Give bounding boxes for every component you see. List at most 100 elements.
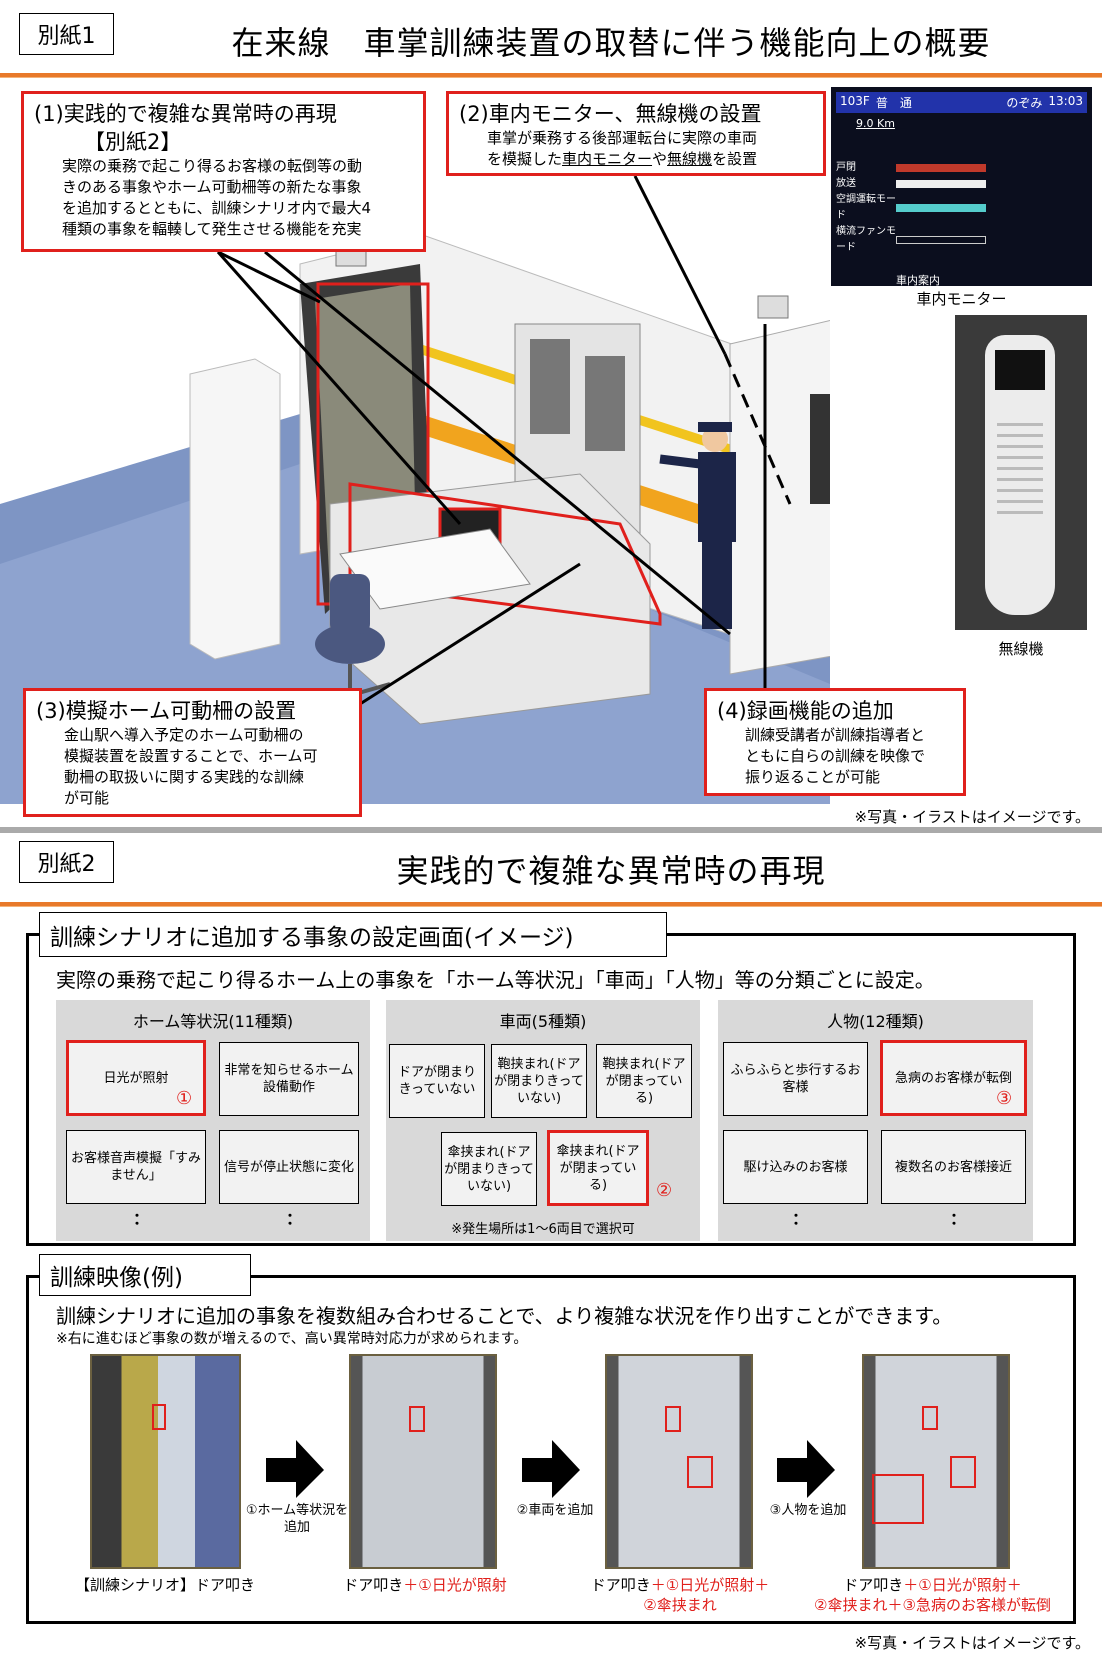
video-frame-4: [862, 1354, 1010, 1569]
cab-monitor-frame: [810, 394, 830, 504]
event-option-sick-passenger[interactable]: 急病のお客様が転倒: [880, 1040, 1027, 1116]
event-option[interactable]: ドアが閉まりきっていない: [389, 1044, 485, 1118]
event-option-sunlight[interactable]: 日光が照射: [66, 1040, 206, 1116]
video-caption-2: ドア叩き＋①日光が照射: [310, 1575, 540, 1595]
caption-added: ②傘挟まれ: [643, 1596, 717, 1614]
video-caption-4: ドア叩き＋①日光が照射＋ ②傘挟まれ＋③急病のお客様が転倒: [790, 1575, 1075, 1615]
marker-2: ②: [656, 1180, 673, 1201]
caption-text: ドア叩き: [843, 1576, 904, 1594]
radio-link: 無線機: [667, 150, 713, 168]
panel-title: 人物(12種類): [827, 1012, 924, 1031]
callout-4: (4)録画機能の追加 訓練受講者が訓練指導者と ともに自らの訓練を映像で 振り返…: [704, 688, 966, 796]
monitor-photo: 103F 普 通 のぞみ 13:03 9.0 Km 戸閉 放送 空調運転モード …: [831, 87, 1092, 287]
callout-1: (1)実践的で複雑な異常時の再現 【別紙2】 実際の乗務で起こり得るお客様の転倒…: [21, 91, 426, 252]
ellipsis: ：: [792, 1209, 809, 1228]
sheet2-footnote: ※写真・イラストはイメージです。: [854, 1634, 1090, 1652]
callout-2: (2)車内モニター、無線機の設置 車掌が乗務する後部運転台に実際の車両 を模擬し…: [446, 91, 826, 176]
video-frame-3: [605, 1354, 753, 1569]
sheet1-title: 在来線 車掌訓練装置の取替に伴う機能向上の概要: [231, 24, 991, 62]
callout-4-line: ともに自らの訓練を映像で: [745, 747, 926, 765]
callout-1-line: 実際の乗務で起こり得るお客様の転倒等の動: [62, 157, 363, 175]
callout-1-line: きのある事象やホーム可動柵等の新たな事象: [62, 178, 362, 196]
video-caption-3: ドア叩き＋①日光が照射＋ ②傘挟まれ: [570, 1575, 790, 1615]
sheet2-tag: 別紙2: [19, 841, 114, 883]
callout-arrows: [216, 175, 792, 706]
monitor-label: 車内モニター: [916, 290, 1007, 308]
callout-2-line: を模擬した車内モニターや無線機を設置: [459, 149, 813, 170]
monitor-row-label: 戸閉: [836, 162, 856, 173]
panel-title: 車両(5種類): [499, 1012, 587, 1031]
callout-4-line: 訓練受講者が訓練指導者と: [745, 726, 926, 744]
divider: [0, 902, 1102, 907]
video-caption-1: 【訓練シナリオ】ドア叩き: [60, 1575, 270, 1595]
callout-3-line: が可能: [64, 789, 110, 807]
event-option[interactable]: 鞄挟まれ(ドアが閉まりきっていない): [491, 1044, 587, 1118]
text: を模擬した: [487, 150, 563, 168]
ellipsis: ：: [286, 1209, 303, 1228]
callout-1-line: を追加するとともに、訓練シナリオ内で最大4: [62, 199, 372, 217]
caption-text: ドア叩き: [590, 1576, 651, 1594]
monitor-name: のぞみ: [1006, 96, 1043, 110]
callout-2-line: 車掌が乗務する後部運転台に実際の車両: [487, 129, 758, 147]
callout-3-line: 模擬装置を設置することで、ホーム可: [64, 747, 318, 765]
panel-title: ホーム等状況(11種類): [132, 1012, 294, 1031]
event-option-umbrella[interactable]: 傘挟まれ(ドアが閉まっている): [547, 1130, 649, 1206]
monitor-header: 103F 普 通 のぞみ 13:03: [836, 92, 1087, 113]
event-option[interactable]: ふらふらと歩行するお客様: [723, 1042, 868, 1116]
event-option[interactable]: 傘挟まれ(ドアが閉まりきっていない): [441, 1132, 537, 1206]
step-label: ③人物を追加: [769, 1503, 847, 1518]
marker-3: ③: [996, 1088, 1013, 1109]
settings-desc: 実際の乗務で起こり得るホーム上の事象を「ホーム等状況」「車両」「人物」等の分類ご…: [56, 968, 935, 992]
text: を設置: [712, 150, 758, 168]
settings-tab: 訓練シナリオに追加する事象の設定画面(イメージ): [39, 912, 667, 957]
caption-added: ＋①日光が照射: [403, 1576, 507, 1594]
page-separator: [0, 827, 1102, 833]
arrow-right-icon: [777, 1440, 835, 1498]
arrow-right-icon: [522, 1440, 580, 1498]
callout-1-title: (1)実践的で複雑な異常時の再現: [34, 102, 337, 126]
monitor-type: 普 通: [875, 96, 912, 110]
event-option[interactable]: 信号が停止状態に変化: [219, 1130, 359, 1204]
callout-4-title: (4)録画機能の追加: [717, 699, 894, 723]
video-frame-1: [90, 1354, 241, 1569]
text: や: [652, 150, 668, 168]
category-panel-home: ホーム等状況(11種類) 日光が照射 ① 非常を知らせるホーム設備動作 お客様音…: [56, 1000, 370, 1241]
monitor-row-label: 放送: [836, 178, 856, 189]
callout-3: (3)模擬ホーム可動柵の設置 金山駅へ導入予定のホーム可動柵の 模擬装置を設置す…: [23, 688, 362, 817]
video-subdesc: ※右に進むほど事象の数が増えるので、高い異常時対応力が求められます。: [56, 1331, 528, 1347]
category-panel-person: 人物(12種類) ふらふらと歩行するお客様 急病のお客様が転倒 ③ 駆け込みのお…: [718, 1000, 1033, 1241]
step-label: ②車両を追加: [516, 1503, 594, 1518]
monitor-row-label: 空調運転モード: [836, 194, 896, 221]
caption-text: 【訓練シナリオ】ドア叩き: [74, 1576, 255, 1594]
divider: [0, 73, 1102, 78]
sheet1-tag: 別紙1: [19, 13, 114, 55]
callout-3-title: (3)模擬ホーム可動柵の設置: [36, 699, 297, 723]
monitor-time: 13:03: [1048, 94, 1083, 108]
arrow-right-icon: [266, 1440, 324, 1498]
radio-photo: [955, 315, 1087, 630]
caption-added: ＋①日光が照射＋: [903, 1576, 1022, 1594]
video-frame-2: [349, 1354, 497, 1569]
callout-4-line: 振り返ることが可能: [745, 768, 881, 786]
conductor-figure: [698, 452, 736, 542]
caption-added: ＋①日光が照射＋: [650, 1576, 770, 1594]
event-option[interactable]: 駆け込みのお客様: [723, 1130, 868, 1204]
caption-added: ②傘挟まれ＋③急病のお客様が転倒: [814, 1596, 1051, 1614]
event-option[interactable]: 複数名のお客様接近: [881, 1130, 1026, 1204]
category-panel-vehicle: 車両(5種類) ドアが閉まりきっていない 鞄挟まれ(ドアが閉まりきっていない) …: [386, 1000, 700, 1241]
sheet2-title: 実践的で複雑な異常時の再現: [396, 852, 826, 890]
ellipsis: ：: [133, 1209, 150, 1228]
step-label: ①ホーム等状況を追加: [245, 1503, 349, 1535]
callout-2-title: (2)車内モニター、無線機の設置: [459, 102, 762, 126]
event-option[interactable]: 非常を知らせるホーム設備動作: [219, 1042, 359, 1116]
callout-1-line: 種類の事象を輻輳して発生させる機能を充実: [62, 220, 362, 238]
video-tab: 訓練映像(例): [39, 1254, 251, 1296]
event-option[interactable]: 鞄挟まれ(ドアが閉まっている): [596, 1044, 692, 1118]
video-desc: 訓練シナリオに追加の事象を複数組み合わせることで、より複雑な状況を作り出すことが…: [56, 1304, 953, 1328]
monitor-link: 車内モニター: [562, 150, 653, 168]
monitor-car: 103F: [840, 94, 870, 108]
event-option[interactable]: お客様音声模擬「すみません」: [66, 1130, 206, 1204]
monitor-distance: 9.0 Km: [856, 117, 895, 130]
callout-1-ref: 【別紙2】: [84, 130, 182, 154]
caption-text: ドア叩き: [343, 1576, 404, 1594]
